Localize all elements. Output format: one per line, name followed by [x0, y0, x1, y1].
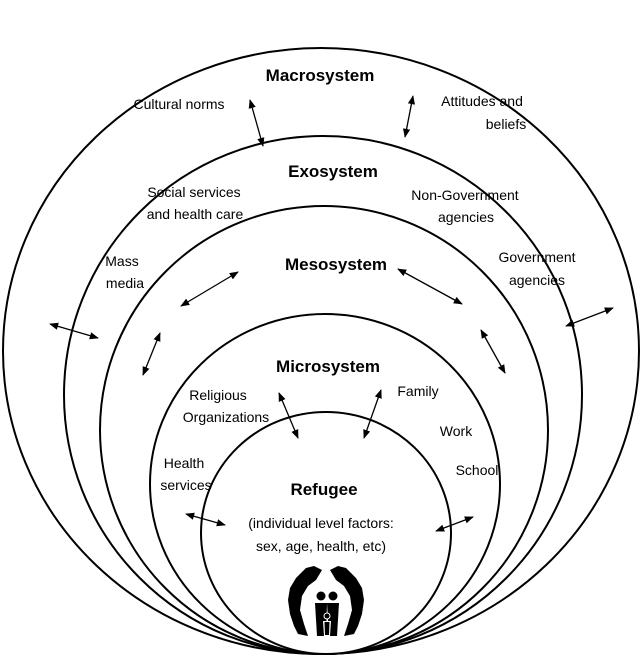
- refugee-line-2: sex, age, health, etc): [256, 538, 386, 554]
- label-family: Family: [397, 383, 438, 399]
- label-government: Government: [498, 249, 575, 265]
- arrow-meso-lower-left: [142, 332, 161, 376]
- label-social-services: Social services: [147, 184, 240, 200]
- label-organizations: Organizations: [183, 409, 269, 425]
- label-media: media: [106, 275, 144, 291]
- right-hand-shape: [330, 566, 364, 636]
- label-health: Health: [164, 455, 204, 471]
- arrow-family: [363, 389, 382, 439]
- label-gov-agencies: agencies: [509, 272, 565, 288]
- label-school: School: [456, 462, 499, 478]
- arrow-meso-right: [397, 268, 463, 305]
- arrow-meso-lower-right: [480, 329, 506, 374]
- label-non-government: Non-Government: [411, 187, 518, 203]
- child-head-inner: [324, 613, 330, 619]
- refugee-ring: [200, 411, 452, 655]
- arrow-cultural-norms: [248, 99, 265, 147]
- exosystem-title: Exosystem: [288, 162, 378, 181]
- label-mass: Mass: [105, 253, 138, 269]
- label-ngo-agencies: agencies: [438, 209, 494, 225]
- arrow-macro-left: [49, 322, 99, 340]
- label-religious: Religious: [189, 387, 247, 403]
- arrow-attitudes: [402, 95, 416, 138]
- label-work: Work: [440, 423, 473, 439]
- double-arrow-icon: [49, 95, 614, 532]
- child-body-inner: [324, 622, 330, 635]
- arrow-school: [435, 516, 474, 532]
- label-services: services: [160, 477, 211, 493]
- arrow-religious: [278, 392, 299, 439]
- arrow-health: [185, 512, 226, 527]
- adult-head-left: [316, 591, 326, 601]
- arrow-meso-left: [180, 271, 239, 307]
- arrow-macro-right: [565, 307, 614, 327]
- label-beliefs: beliefs: [486, 116, 526, 132]
- mesosystem-title: Mesosystem: [285, 255, 387, 274]
- refugee-line-1: (individual level factors:: [248, 515, 394, 531]
- refugee-title: Refugee: [290, 480, 357, 499]
- left-hand-shape: [288, 566, 322, 636]
- family-protection-icon: [288, 566, 364, 636]
- label-attitudes: Attitudes and: [441, 93, 523, 109]
- adult-head-right: [328, 591, 338, 601]
- microsystem-title: Microsystem: [276, 357, 380, 376]
- label-cultural-norms: Cultural norms: [133, 96, 224, 112]
- label-health-care: and health care: [147, 206, 244, 222]
- macrosystem-title: Macrosystem: [266, 66, 375, 85]
